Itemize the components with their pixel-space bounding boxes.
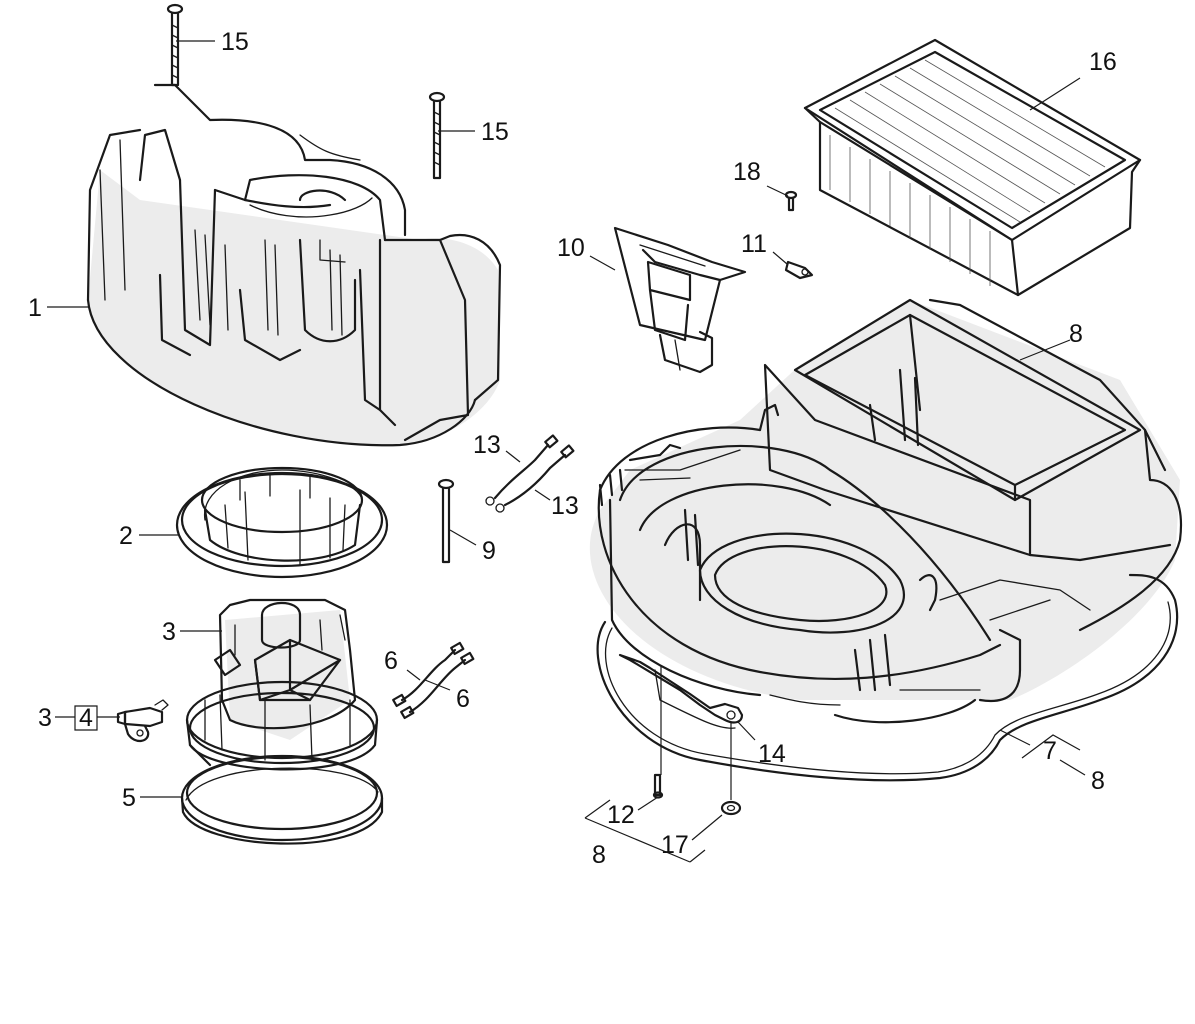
callout-8-top: 8 bbox=[1069, 320, 1083, 348]
part-3-motor bbox=[185, 598, 379, 771]
part-15-screws bbox=[166, 3, 446, 180]
callout-2: 2 bbox=[119, 522, 133, 550]
callout-6-right: 6 bbox=[456, 685, 470, 713]
callout-14: 14 bbox=[758, 740, 786, 768]
callout-11: 11 bbox=[741, 230, 767, 258]
callout-12: 12 bbox=[607, 801, 635, 829]
callout-5: 5 bbox=[122, 784, 136, 812]
callout-15-top: 15 bbox=[221, 28, 249, 56]
part-16-filter bbox=[803, 38, 1142, 297]
part-9-screw bbox=[437, 478, 455, 564]
part-5-seal bbox=[180, 754, 384, 845]
part-4-switch bbox=[116, 699, 169, 742]
part-12-screw bbox=[652, 773, 664, 799]
callout-7: 7 bbox=[1043, 737, 1057, 765]
part-11-bracket bbox=[784, 260, 814, 280]
leader-lines bbox=[47, 40, 1086, 863]
callout-3-lower: 3 bbox=[38, 704, 52, 732]
part-13-cables bbox=[485, 434, 575, 513]
callout-13-upper: 13 bbox=[473, 431, 501, 459]
part-10-module bbox=[613, 226, 747, 374]
callout-8-bottom: 8 bbox=[592, 841, 606, 869]
part-6-cables bbox=[392, 641, 475, 720]
callout-4: 4 bbox=[79, 704, 93, 732]
part-14-bracket bbox=[618, 653, 744, 729]
callout-9: 9 bbox=[482, 537, 496, 565]
callout-16: 16 bbox=[1089, 48, 1117, 76]
callout-3-upper: 3 bbox=[162, 618, 176, 646]
callout-15-mid: 15 bbox=[481, 118, 509, 146]
callout-6-left: 6 bbox=[384, 647, 398, 675]
callout-10: 10 bbox=[557, 234, 585, 262]
callout-1: 1 bbox=[28, 294, 42, 322]
guide-lines bbox=[660, 665, 732, 800]
part-2-ring bbox=[175, 466, 389, 579]
part-7-gasket bbox=[596, 573, 1179, 782]
callout-17: 17 bbox=[661, 831, 689, 859]
part-1-motor-cover bbox=[86, 83, 502, 447]
callout-13-lower: 13 bbox=[551, 492, 579, 520]
part-17-washer bbox=[720, 800, 742, 816]
callout-18: 18 bbox=[733, 158, 761, 186]
part-18-screw bbox=[784, 190, 798, 212]
part-8-housing bbox=[589, 298, 1183, 724]
callout-8-right: 8 bbox=[1091, 767, 1105, 795]
